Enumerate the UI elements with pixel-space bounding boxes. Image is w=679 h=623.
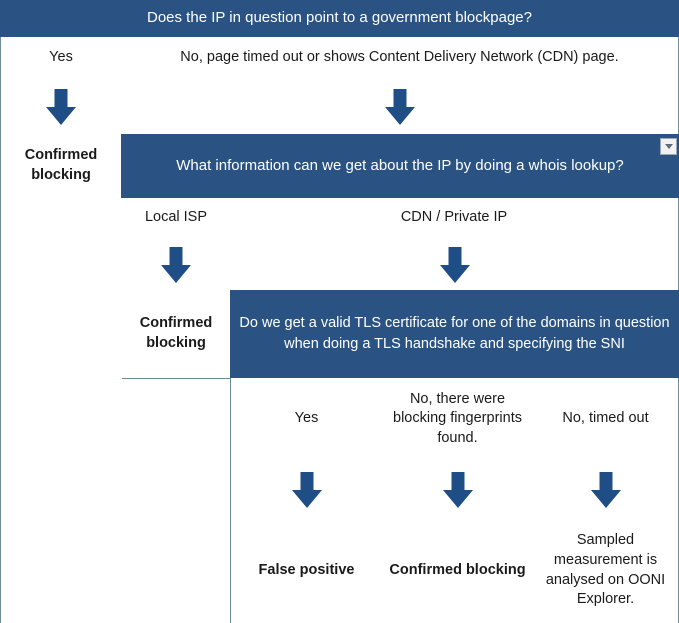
level2-arrow-local-isp-cell	[121, 238, 231, 291]
level1-question-banner: Does the IP in question point to a gover…	[0, 0, 679, 37]
level3-outcome-confirmed-blocking: Confirmed blocking	[382, 518, 534, 623]
level2-arrow-cdn-cell	[230, 238, 679, 291]
level2-outcome-confirmed-blocking: Confirmed blocking	[121, 290, 231, 379]
level3-question-banner: Do we get a valid TLS certificate for on…	[230, 290, 679, 378]
level1-arrow-no-cell	[121, 79, 679, 135]
level1-arrow-yes-cell	[0, 79, 122, 135]
chevron-down-icon[interactable]	[660, 138, 677, 155]
level3-outcome-sampled-measurement: Sampled measurement is analysed on OONI …	[533, 518, 679, 623]
level3-arrow-yes-cell	[230, 460, 383, 519]
level1-answer-no: No, page timed out or shows Content Deli…	[121, 37, 679, 80]
level2-answer-cdn: CDN / Private IP	[230, 198, 679, 239]
left-spacer-column	[0, 198, 122, 623]
level1-answer-yes: Yes	[0, 37, 122, 80]
level3-arrow-timedout-cell	[533, 460, 679, 519]
level3-answer-timed-out: No, timed out	[533, 378, 679, 461]
level3-answer-blocking-fingerprints: No, there were blocking fingerprints fou…	[382, 378, 534, 461]
level2-question-banner: What information can we get about the IP…	[121, 134, 679, 198]
level3-answer-yes: Yes	[230, 378, 383, 461]
level1-outcome-confirmed-blocking: Confirmed blocking	[0, 134, 122, 199]
level3-outcome-false-positive: False positive	[230, 518, 383, 623]
level2-answer-local-isp: Local ISP	[121, 198, 231, 239]
level3-arrow-fingerprints-cell	[382, 460, 534, 519]
